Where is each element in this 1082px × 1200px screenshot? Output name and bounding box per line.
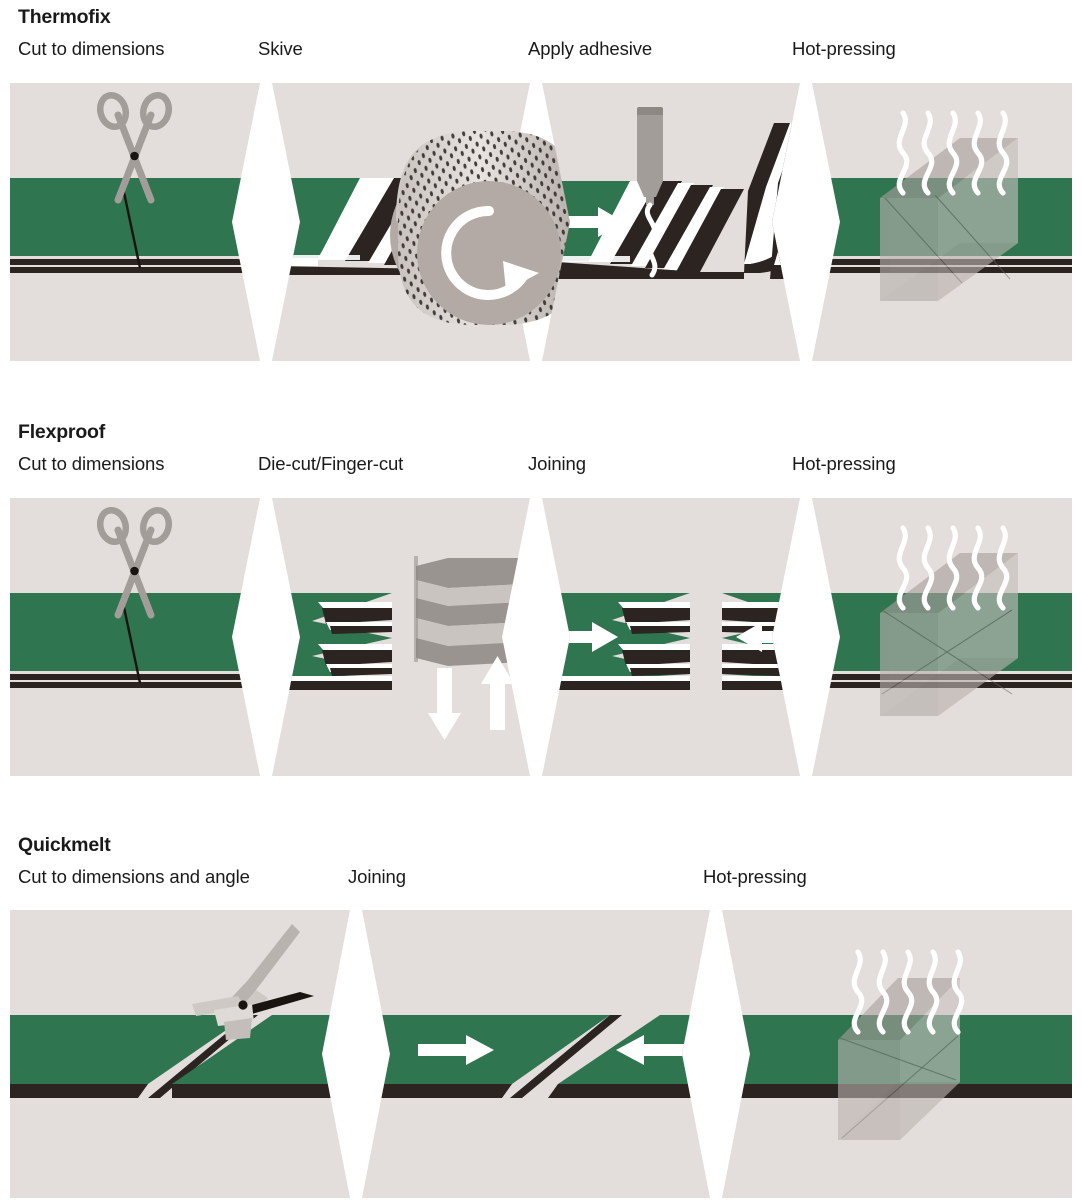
method-row-flexproof: Flexproof Cut to dimensions Die-cut/Fing… [0,415,1082,795]
flexproof-illustration [0,498,1082,776]
adhesive-applicator-icon [637,107,663,278]
panel-thermofix-press [812,83,1072,361]
angle-shears-icon [192,924,314,1040]
panel-quickmelt-joining [362,910,710,1198]
panel-flexproof-cut [10,498,260,776]
panel-flexproof-diecut [272,498,530,776]
method-title-quickmelt: Quickmelt [18,834,111,856]
step-label-thermofix-2: Skive [258,38,303,59]
hot-press-icon [880,553,1018,716]
method-title-thermofix: Thermofix [18,6,111,28]
rotation-arrow-icon [441,205,539,300]
step-label-thermofix-3: Apply adhesive [528,38,653,59]
panel-flexproof-press [812,498,1072,776]
scissors-icon [96,506,173,619]
steam-lines-icon [896,525,1010,611]
step-label-quickmelt-1: Cut to dimensions and angle [18,866,250,887]
press-down-arrow-icon [428,668,461,740]
step-label-flexproof-2: Die-cut/Finger-cut [258,453,404,474]
step-label-flexproof-1: Cut to dimensions [18,453,165,474]
steam-lines-icon [851,949,965,1035]
method-row-quickmelt: Quickmelt Cut to dimensions and angle Jo… [0,828,1082,1200]
panel-quickmelt-press [722,910,1072,1198]
step-label-flexproof-3: Joining [528,453,586,474]
panel-thermofix-cut [10,83,260,361]
press-up-arrow-icon [481,656,514,730]
feed-arrow-left-icon [616,1035,692,1065]
grinding-drum-icon [390,131,580,325]
scissors-icon [96,91,173,204]
method-row-thermofix: Thermofix Cut to dimensions Skive Apply … [0,0,1082,380]
panel-thermofix-adhesive [542,83,800,361]
step-label-flexproof-4: Hot-pressing [792,453,896,474]
feed-arrow-right-icon [418,1035,494,1065]
panel-flexproof-joining [542,498,800,776]
step-label-quickmelt-3: Hot-pressing [703,866,807,887]
steam-lines-icon [896,110,1010,196]
method-title-flexproof: Flexproof [18,421,106,443]
step-label-quickmelt-2: Joining [348,866,406,887]
hot-press-icon [838,978,960,1140]
step-label-thermofix-1: Cut to dimensions [18,38,165,59]
quickmelt-illustration [0,910,1082,1198]
step-label-thermofix-4: Hot-pressing [792,38,896,59]
thermofix-illustration [0,83,1082,361]
